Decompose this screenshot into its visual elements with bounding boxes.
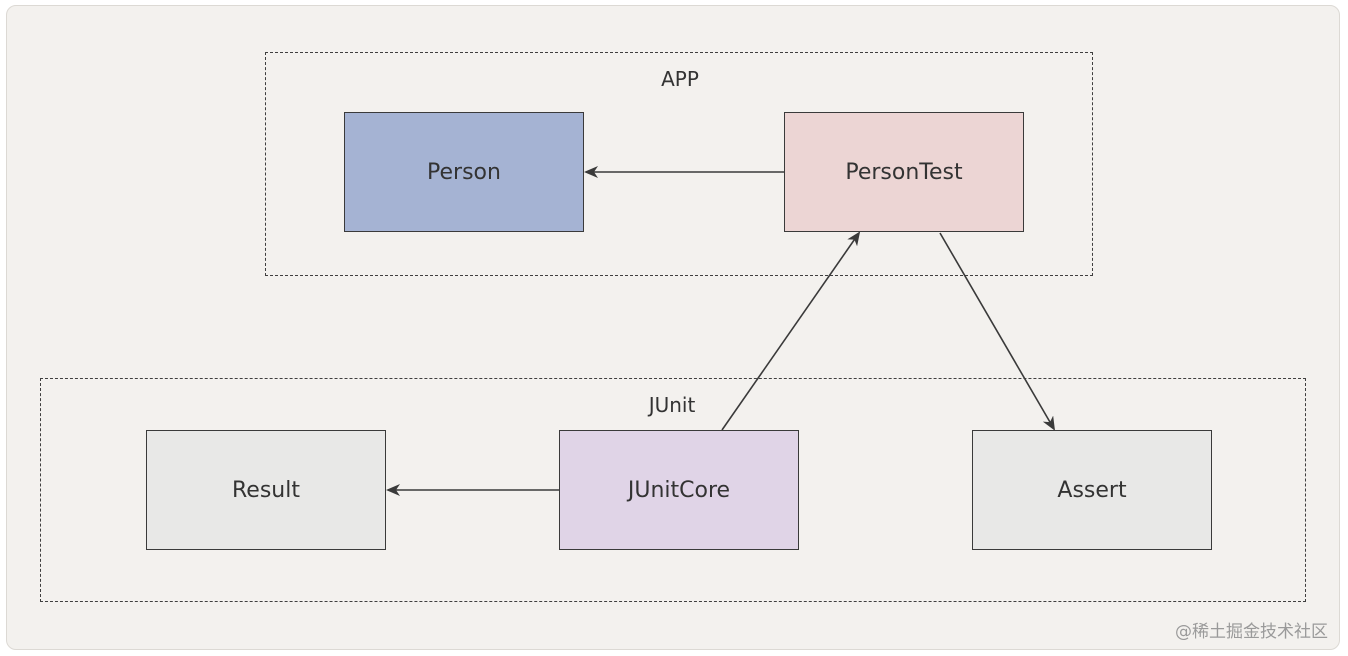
node-person-test: PersonTest	[784, 112, 1024, 232]
group-app	[265, 52, 1093, 276]
group-junit-label: JUnit	[648, 393, 696, 417]
group-junit	[40, 378, 1306, 602]
node-result: Result	[146, 430, 386, 550]
node-assert: Assert	[972, 430, 1212, 550]
node-junit-core: JUnitCore	[559, 430, 799, 550]
group-app-label: APP	[661, 67, 699, 91]
node-assert-label: Assert	[1057, 477, 1127, 503]
node-junit-core-label: JUnitCore	[627, 477, 731, 503]
node-person-label: Person	[427, 159, 501, 185]
watermark-text: @稀土掘金技术社区	[1175, 622, 1328, 642]
node-person-test-label: PersonTest	[845, 159, 963, 185]
node-result-label: Result	[232, 477, 300, 503]
node-person: Person	[344, 112, 584, 232]
